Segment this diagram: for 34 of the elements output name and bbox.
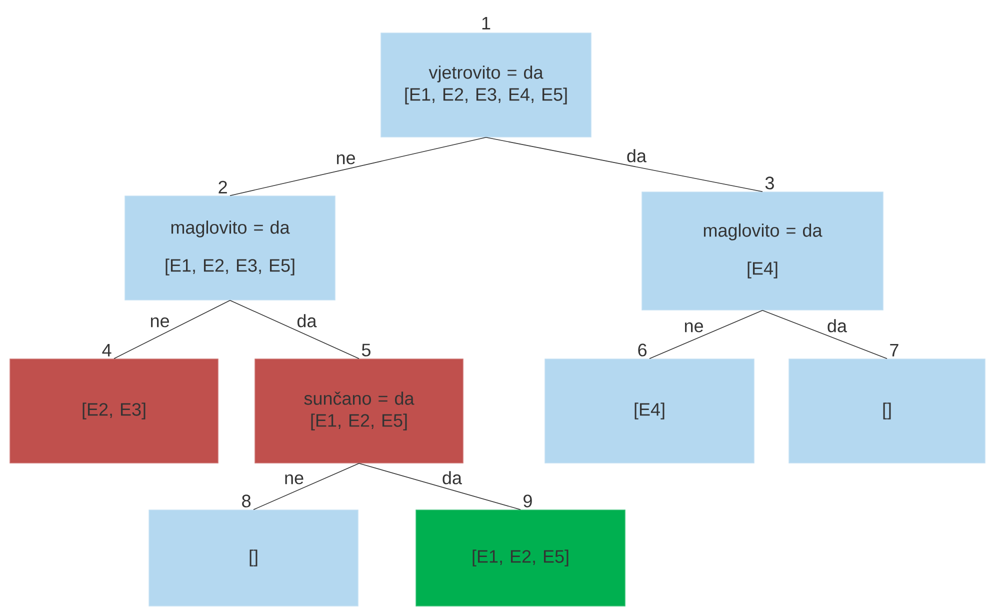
edge-label: da — [440, 470, 463, 486]
branch-line — [230, 300, 360, 359]
edge-label: da — [826, 318, 848, 334]
tree-node-box: [E1, E2, E5] — [416, 510, 626, 606]
node-number: 2 — [218, 180, 227, 194]
node-number: 9 — [524, 494, 532, 508]
branch-line — [762, 310, 888, 359]
tree-node-box: sunčano = da [E1, E2, E5] — [254, 358, 464, 464]
edge-label: ne — [334, 153, 357, 166]
tree-node-box: [E4] — [544, 358, 754, 464]
node-number: 5 — [362, 344, 370, 356]
edge-label: da — [296, 313, 318, 328]
edge-label: da — [625, 148, 648, 164]
node-number: 1 — [482, 17, 490, 30]
branch-line — [649, 310, 763, 359]
tree-node-box: vjetrovito = da [E1, E2, E3, E4, E5] — [380, 32, 592, 138]
tree-node-box: [] — [788, 358, 986, 464]
tree-node-box: [] — [148, 510, 358, 606]
branch-line — [253, 463, 360, 510]
node-number: 7 — [890, 344, 898, 356]
edge-label: ne — [283, 473, 306, 486]
node-number: 6 — [638, 344, 647, 356]
tree-node-box: maglovito = da [E4] — [642, 192, 884, 310]
edge-label: ne — [682, 321, 705, 334]
branch-line — [114, 300, 230, 359]
branch-line — [358, 463, 521, 510]
branch-line — [486, 137, 763, 192]
edge-label: ne — [148, 316, 171, 328]
node-number: 4 — [102, 344, 112, 356]
tree-node-box: [E2, E3] — [10, 358, 218, 464]
node-number: 8 — [242, 494, 251, 508]
node-number: 3 — [765, 176, 774, 190]
branch-line — [230, 137, 486, 196]
tree-node-box: maglovito = da [E1, E2, E3, E5] — [124, 196, 336, 300]
